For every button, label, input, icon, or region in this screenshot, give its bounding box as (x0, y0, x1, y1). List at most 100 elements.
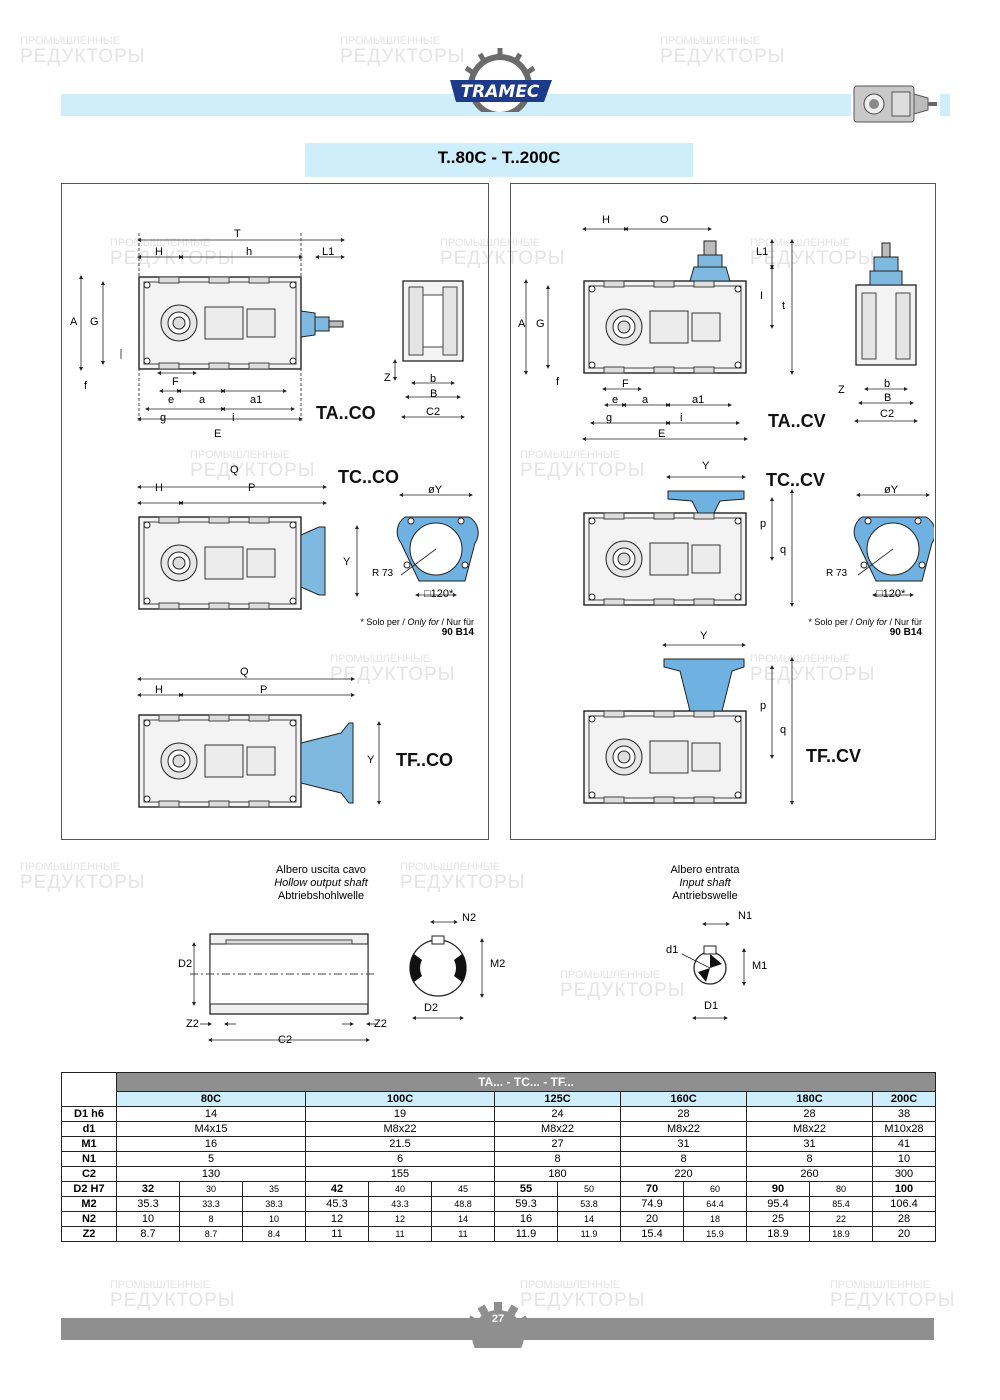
dim-F: F (172, 376, 179, 388)
dim-P: P (248, 482, 256, 494)
dim-B: B (884, 392, 892, 404)
dim-E: E (214, 428, 222, 440)
left-technical-drawings (79, 233, 479, 808)
dim-square: □120* (876, 588, 906, 600)
table-title: TA... - TC... - TF... (116, 1072, 936, 1092)
model-ta-co: TA..CO (316, 403, 376, 423)
dim-R73: R 73 (826, 568, 848, 579)
dim-D2: D2 (424, 1002, 439, 1014)
model-tf-co: TF..CO (396, 750, 453, 770)
dim-A: A (70, 316, 78, 328)
dim-b: b (430, 373, 437, 385)
dim-p: p (760, 700, 767, 712)
dim-q: q (780, 544, 787, 556)
size-header: 200C (872, 1091, 936, 1107)
svg-text:TRAMEC: TRAMEC (461, 82, 540, 102)
header-band (61, 94, 851, 116)
model-tc-cv: TC..CV (766, 470, 826, 490)
dim-Y: Y (700, 630, 708, 642)
dim-e: e (612, 394, 619, 406)
dim-N1: N1 (738, 910, 753, 922)
right-drawing-panel (510, 183, 936, 840)
dim-a: a (642, 394, 649, 406)
size-header: 160C (620, 1091, 747, 1107)
dim-Y: Y (343, 556, 351, 568)
dim-i: i (232, 412, 235, 424)
dim-g: g (606, 412, 613, 424)
right-technical-drawings (524, 227, 934, 805)
page-number: 27 (491, 1313, 505, 1325)
dim-H: H (155, 482, 163, 494)
dim-G: G (90, 316, 99, 328)
dim-R73: R 73 (372, 568, 394, 579)
dim-a1: a1 (692, 394, 705, 406)
dim-Z2: Z2 (374, 1018, 387, 1030)
dim-t: t (782, 300, 786, 312)
dim-L1: L1 (322, 246, 335, 258)
dim-P: P (260, 684, 268, 696)
size-header: 125C (494, 1091, 621, 1107)
title-band (305, 143, 693, 177)
dim-h: h (246, 246, 253, 258)
size-header: 80C (116, 1091, 306, 1107)
dim-Y: Y (702, 460, 710, 472)
size-header: 180C (746, 1091, 873, 1107)
dim-a1: a1 (250, 394, 263, 406)
dim-H: H (155, 246, 163, 258)
dim-q: q (780, 724, 787, 736)
dim-O: O (660, 214, 669, 226)
dim-G: G (536, 318, 545, 330)
dim-Q: Q (240, 666, 249, 678)
model-tf-cv: TF..CV (806, 746, 862, 766)
dim-H: H (602, 214, 610, 226)
dim-B: B (430, 388, 438, 400)
dim-C2: C2 (426, 406, 441, 418)
model-tc-co: TC..CO (338, 467, 399, 487)
dim-M1: M1 (752, 960, 768, 972)
dim-a: a (199, 394, 206, 406)
dim-f: f (556, 376, 560, 388)
dim-Z: Z (384, 372, 391, 384)
dim-M2: M2 (490, 958, 506, 970)
size-header: 100C (305, 1091, 495, 1107)
dim-A: A (518, 318, 526, 330)
dim-Y: Y (367, 754, 375, 766)
tramec-logo: TRAMEC (440, 40, 560, 118)
dim-square: □120* (424, 588, 454, 600)
dim-Q: Q (230, 464, 239, 476)
header-band-end (940, 94, 950, 116)
dim-Z: Z (838, 384, 845, 396)
shaft-detail-drawings (190, 920, 746, 1042)
dim-b: b (884, 378, 891, 390)
dim-Z2: Z2 (186, 1018, 199, 1030)
dim-p: p (760, 518, 767, 530)
dim-T: T (234, 228, 241, 240)
dim-F: F (622, 378, 629, 390)
left-drawing-panel (61, 183, 489, 840)
page-title: T..80C - T..200C (437, 148, 561, 167)
dim-flange-dia: øY (428, 484, 443, 496)
dim-E: E (658, 428, 666, 440)
dim-D2: D2 (178, 958, 193, 970)
dim-L1: L1 (756, 246, 769, 258)
gearbox-thumbnail (852, 82, 938, 126)
dim-H: H (155, 684, 163, 696)
dim-e: e (168, 394, 175, 406)
model-ta-cv: TA..CV (768, 411, 826, 431)
